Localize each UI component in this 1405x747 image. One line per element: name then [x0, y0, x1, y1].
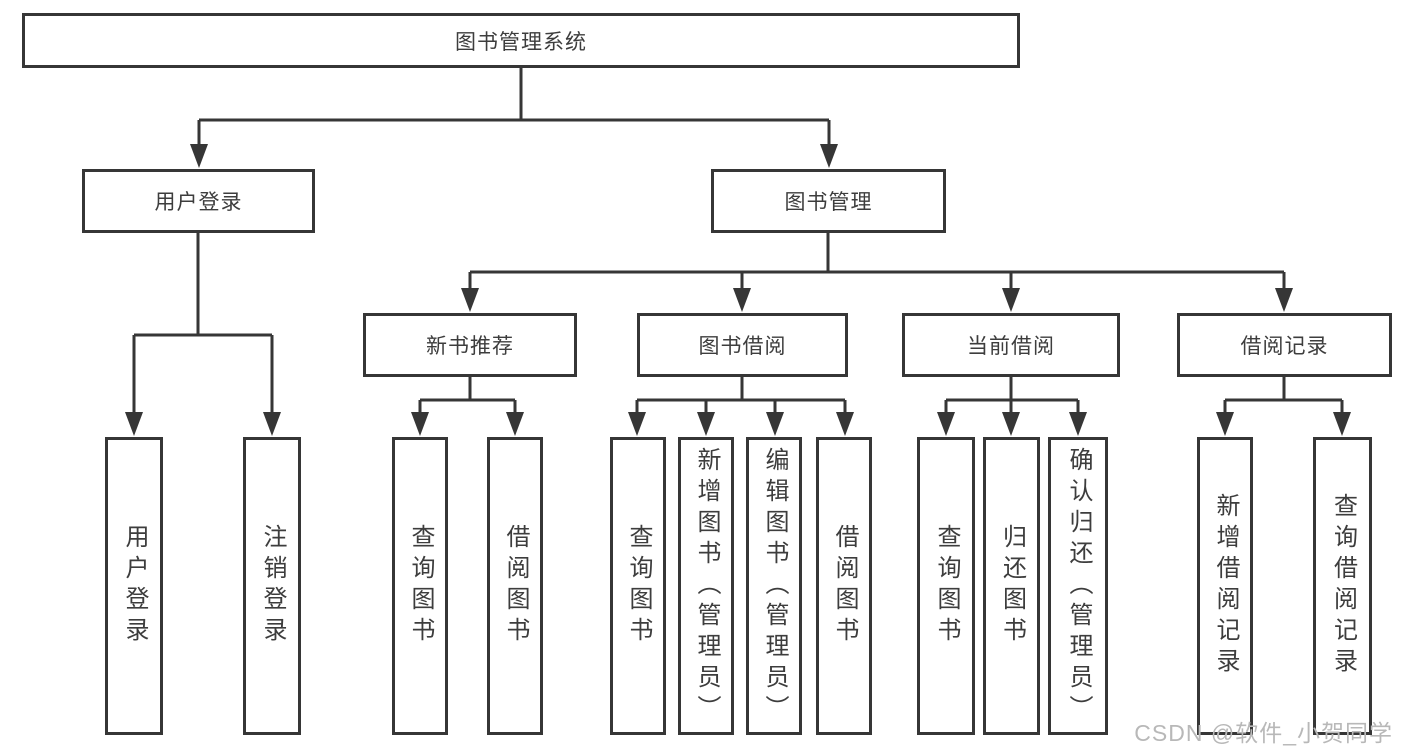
- node-label: 确认归还（管理员）: [1065, 446, 1092, 726]
- node-label: 注销登录: [259, 524, 286, 648]
- csdn-watermark: CSDN @软件_小贺同学: [1134, 720, 1393, 746]
- leaf-logout: 注销登录: [243, 437, 301, 735]
- node-label: 查询图书: [933, 524, 960, 648]
- leaf-add-books-admin: 新增图书（管理员）: [678, 437, 734, 735]
- leaf-query-books-borrowing: 查询图书: [610, 437, 666, 735]
- node-label: 借阅图书: [831, 524, 858, 648]
- node-label: 新书推荐: [426, 335, 514, 358]
- node-label: 查询借阅记录: [1329, 493, 1357, 679]
- leaf-query-books-current: 查询图书: [917, 437, 975, 735]
- leaf-user-login: 用户登录: [105, 437, 163, 735]
- node-borrowing-records: 借阅记录: [1177, 313, 1392, 377]
- leaf-confirm-return-admin: 确认归还（管理员）: [1048, 437, 1108, 735]
- node-label: 借阅图书: [502, 524, 529, 648]
- node-label: 借阅记录: [1240, 335, 1329, 358]
- node-book-management-branch: 图书管理: [711, 169, 946, 233]
- leaf-borrow-books-recommend: 借阅图书: [487, 437, 543, 735]
- leaf-edit-books-admin: 编辑图书（管理员）: [746, 437, 802, 735]
- node-label: 新增借阅记录: [1212, 493, 1239, 679]
- node-book-borrowing: 图书借阅: [637, 313, 848, 377]
- node-label: 图书管理系统: [455, 30, 587, 54]
- node-new-book-recommend: 新书推荐: [363, 313, 577, 377]
- node-label: 归还图书: [998, 524, 1026, 648]
- node-user-login-branch: 用户登录: [82, 169, 315, 233]
- leaf-query-books-recommend: 查询图书: [392, 437, 448, 735]
- node-label: 用户登录: [121, 524, 148, 648]
- node-label: 图书管理: [784, 191, 873, 214]
- node-label: 图书借阅: [698, 335, 787, 358]
- node-label: 新增图书（管理员）: [693, 446, 720, 726]
- node-label: 当前借阅: [967, 335, 1055, 358]
- leaf-borrow-books: 借阅图书: [816, 437, 872, 735]
- node-label: 查询图书: [407, 524, 434, 648]
- leaf-return-books: 归还图书: [983, 437, 1040, 735]
- node-label: 用户登录: [154, 191, 243, 214]
- node-current-borrowing: 当前借阅: [902, 313, 1120, 377]
- node-root-library-management-system: 图书管理系统: [22, 13, 1020, 68]
- node-label: 查询图书: [625, 524, 652, 648]
- leaf-add-borrow-record: 新增借阅记录: [1197, 437, 1253, 735]
- leaf-query-borrow-record: 查询借阅记录: [1313, 437, 1372, 735]
- node-label: 编辑图书（管理员）: [761, 446, 788, 726]
